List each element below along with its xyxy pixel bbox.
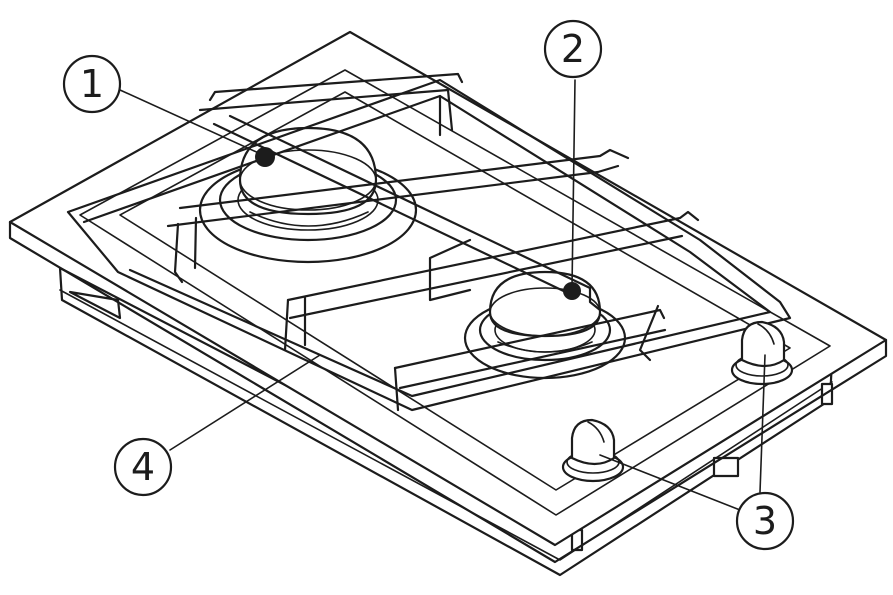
- leader-line-3b: [759, 354, 766, 493]
- marker-dot-2: [563, 282, 581, 300]
- control-knob-rear: [730, 320, 794, 386]
- leader-lines: [119, 79, 766, 511]
- rear-burner: [198, 126, 418, 264]
- callout-4-label: 4: [131, 445, 155, 489]
- callout-3: 3: [735, 491, 795, 551]
- control-knob-front: [561, 418, 625, 483]
- leader-line-3a: [599, 454, 741, 511]
- front-burner: [463, 270, 627, 380]
- callout-2-label: 2: [561, 27, 585, 71]
- callout-2: 2: [543, 19, 603, 79]
- callout-1: 1: [62, 54, 122, 114]
- callout-3-label: 3: [753, 499, 777, 543]
- leader-line-4: [169, 354, 321, 451]
- leader-line-1: [119, 89, 264, 156]
- pan-support: [66, 72, 792, 412]
- glass-top-plate: [8, 30, 888, 564]
- callout-1-label: 1: [80, 62, 104, 106]
- callout-4: 4: [113, 437, 173, 497]
- bracket-front: [712, 456, 740, 478]
- marker-dot-1: [255, 147, 275, 167]
- leader-line-2: [571, 79, 576, 289]
